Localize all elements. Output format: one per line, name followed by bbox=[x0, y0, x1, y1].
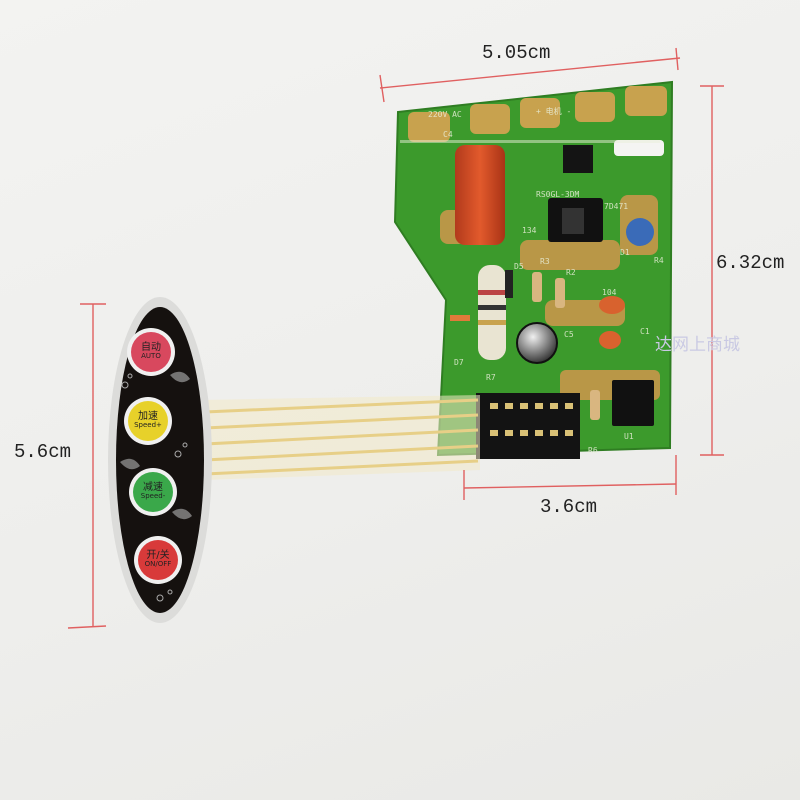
speed-up-label-cn: 加速 bbox=[138, 411, 158, 422]
silk-motor: + 电机 - bbox=[536, 107, 572, 116]
silk-c4: C4 bbox=[443, 130, 453, 139]
dimension-top-width: 5.05cm bbox=[482, 42, 551, 64]
speed-down-button-disc bbox=[133, 472, 173, 512]
ceramic-capacitor bbox=[599, 296, 625, 314]
silk-134: 134 bbox=[522, 226, 537, 235]
membrane-keypad bbox=[108, 297, 212, 623]
silk-bridge: RS0GL-3DM bbox=[536, 190, 580, 199]
ic-u1 bbox=[612, 380, 654, 426]
silk-zd: 7D471 bbox=[604, 202, 629, 211]
silk-r2: R2 bbox=[566, 268, 576, 277]
varistor bbox=[626, 218, 654, 246]
dimension-right-height: 6.32cm bbox=[716, 252, 785, 274]
ceramic-capacitor-2 bbox=[599, 331, 621, 349]
silk-d5: D5 bbox=[514, 262, 524, 271]
electrolytic-capacitor bbox=[516, 322, 558, 364]
power-resistor bbox=[478, 265, 506, 360]
dimension-lines bbox=[67, 47, 724, 629]
film-capacitor bbox=[455, 145, 505, 245]
silk-u1: U1 bbox=[624, 432, 634, 441]
speed-down-button[interactable]: 减速 Speed- bbox=[133, 483, 173, 501]
silk-d1: D1 bbox=[620, 248, 630, 257]
ribbon-connector bbox=[476, 393, 580, 459]
resistor-r6 bbox=[590, 390, 600, 420]
power-button[interactable]: 开/关 ON/OFF bbox=[138, 551, 178, 569]
silk-r4: R4 bbox=[654, 256, 664, 265]
silk-c1: C1 bbox=[640, 327, 650, 336]
power-button-disc bbox=[138, 540, 178, 580]
membrane-ribbon bbox=[200, 395, 480, 480]
silk-c5: C5 bbox=[564, 330, 574, 339]
diode-d7 bbox=[450, 315, 470, 321]
resistor-r2 bbox=[555, 278, 565, 308]
silk-c104: 104 bbox=[602, 288, 617, 297]
watermark: 达网上商城 bbox=[655, 335, 740, 355]
power-label-en: ON/OFF bbox=[144, 560, 172, 568]
silk-d7: D7 bbox=[454, 358, 464, 367]
speed-down-label-cn: 减速 bbox=[143, 482, 163, 493]
speed-up-button-disc bbox=[128, 401, 168, 441]
speed-down-label-en: Speed- bbox=[140, 492, 166, 500]
dimension-panel-height: 5.6cm bbox=[14, 441, 72, 463]
silk-voltage: 220V AC bbox=[428, 110, 462, 119]
auto-label-en: AUTO bbox=[141, 352, 161, 360]
speed-up-label-en: Speed+ bbox=[134, 421, 162, 429]
silk-r7: R7 bbox=[486, 373, 496, 382]
speed-up-button[interactable]: 加速 Speed+ bbox=[128, 412, 168, 430]
auto-label-cn: 自动 bbox=[141, 342, 161, 353]
silk-r6: R6 bbox=[588, 446, 598, 455]
silk-r3: R3 bbox=[540, 257, 550, 266]
motor-header bbox=[563, 145, 593, 173]
auto-button-disc bbox=[131, 332, 171, 372]
diode-d5 bbox=[505, 270, 513, 298]
dimension-bottom-width: 3.6cm bbox=[540, 496, 598, 518]
power-label-cn: 开/关 bbox=[146, 550, 170, 561]
resistor-r3 bbox=[532, 272, 542, 302]
auto-button[interactable]: 自动 AUTO bbox=[131, 343, 171, 361]
